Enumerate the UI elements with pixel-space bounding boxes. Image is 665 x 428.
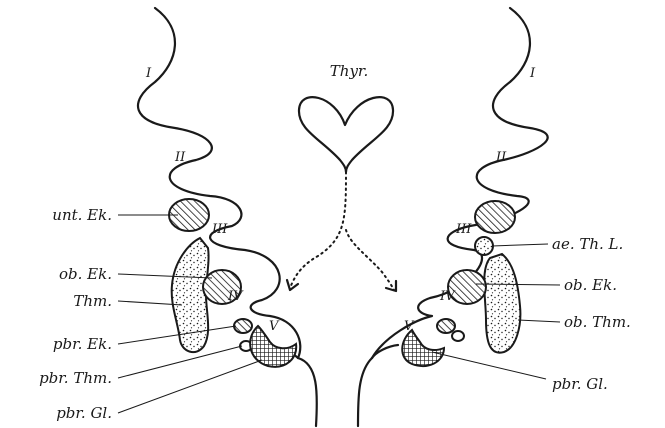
left-pbr-thm-leader	[118, 346, 242, 378]
right-pouch-iii: III	[455, 222, 472, 237]
thyroid-migration-right	[346, 230, 394, 290]
left-label-pbr-ek: pbr. Ek.	[53, 335, 112, 353]
right-pharynx-floor	[358, 358, 372, 426]
left-pouch-v: V	[269, 319, 280, 334]
right-label-ob-ek: ob. Ek.	[564, 276, 617, 294]
right-ob-thm-leader	[518, 320, 560, 322]
left-pharynx-outline	[138, 8, 300, 358]
right-ae-th-l-lobe	[475, 237, 493, 255]
left-side: I II III IV V unt. Ek. ob. Ek. Thm. pbr.…	[39, 8, 317, 426]
right-pbr-gl-leader	[432, 352, 546, 379]
left-pouch-iv: IV	[227, 289, 244, 304]
right-pouch-v: V	[404, 319, 415, 334]
left-pbr-gl-leader	[118, 360, 262, 413]
left-pbr-ek-leader	[118, 326, 236, 344]
right-side: I II III IV V ae. Th. L. ob. Ek. ob. Thm…	[358, 8, 631, 426]
left-pouch-ii: II	[174, 150, 186, 165]
left-label-pbr-gl: pbr. Gl.	[56, 404, 112, 422]
right-pouch-ii: II	[495, 150, 507, 165]
right-unt-ek-gland	[475, 201, 515, 233]
left-pouch-i: I	[145, 66, 152, 81]
right-ae-th-l-leader	[492, 244, 548, 246]
right-pouch-i: I	[529, 66, 536, 81]
left-pouch-iii: III	[211, 222, 228, 237]
thyroid-migration-left	[290, 172, 346, 288]
left-label-unt-ek: unt. Ek.	[52, 206, 112, 224]
right-pbr-gl-gland	[402, 330, 444, 366]
right-pbr-thm-nodule	[452, 331, 464, 341]
right-pouch-iv: IV	[439, 289, 456, 304]
right-label-ob-thm: ob. Thm.	[564, 313, 631, 331]
thyroid-arrow-left	[287, 280, 298, 290]
right-ob-thm-thymus	[484, 254, 520, 353]
right-pharynx-outline	[372, 8, 548, 358]
left-label-thm: Thm.	[73, 292, 112, 310]
thyroid: Thyr.	[287, 62, 396, 291]
right-pbr-ek-gland	[437, 319, 455, 333]
thyroid-anlage	[299, 97, 393, 172]
thyroid-label: Thyr.	[330, 62, 368, 80]
left-pbr-ek-gland	[234, 319, 252, 333]
left-pharynx-floor	[298, 358, 317, 426]
left-label-ob-ek: ob. Ek.	[59, 265, 112, 283]
left-label-pbr-thm: pbr. Thm.	[39, 369, 112, 387]
right-label-ae-th-l: ae. Th. L.	[552, 235, 623, 253]
right-label-pbr-gl: pbr. Gl.	[552, 375, 608, 393]
